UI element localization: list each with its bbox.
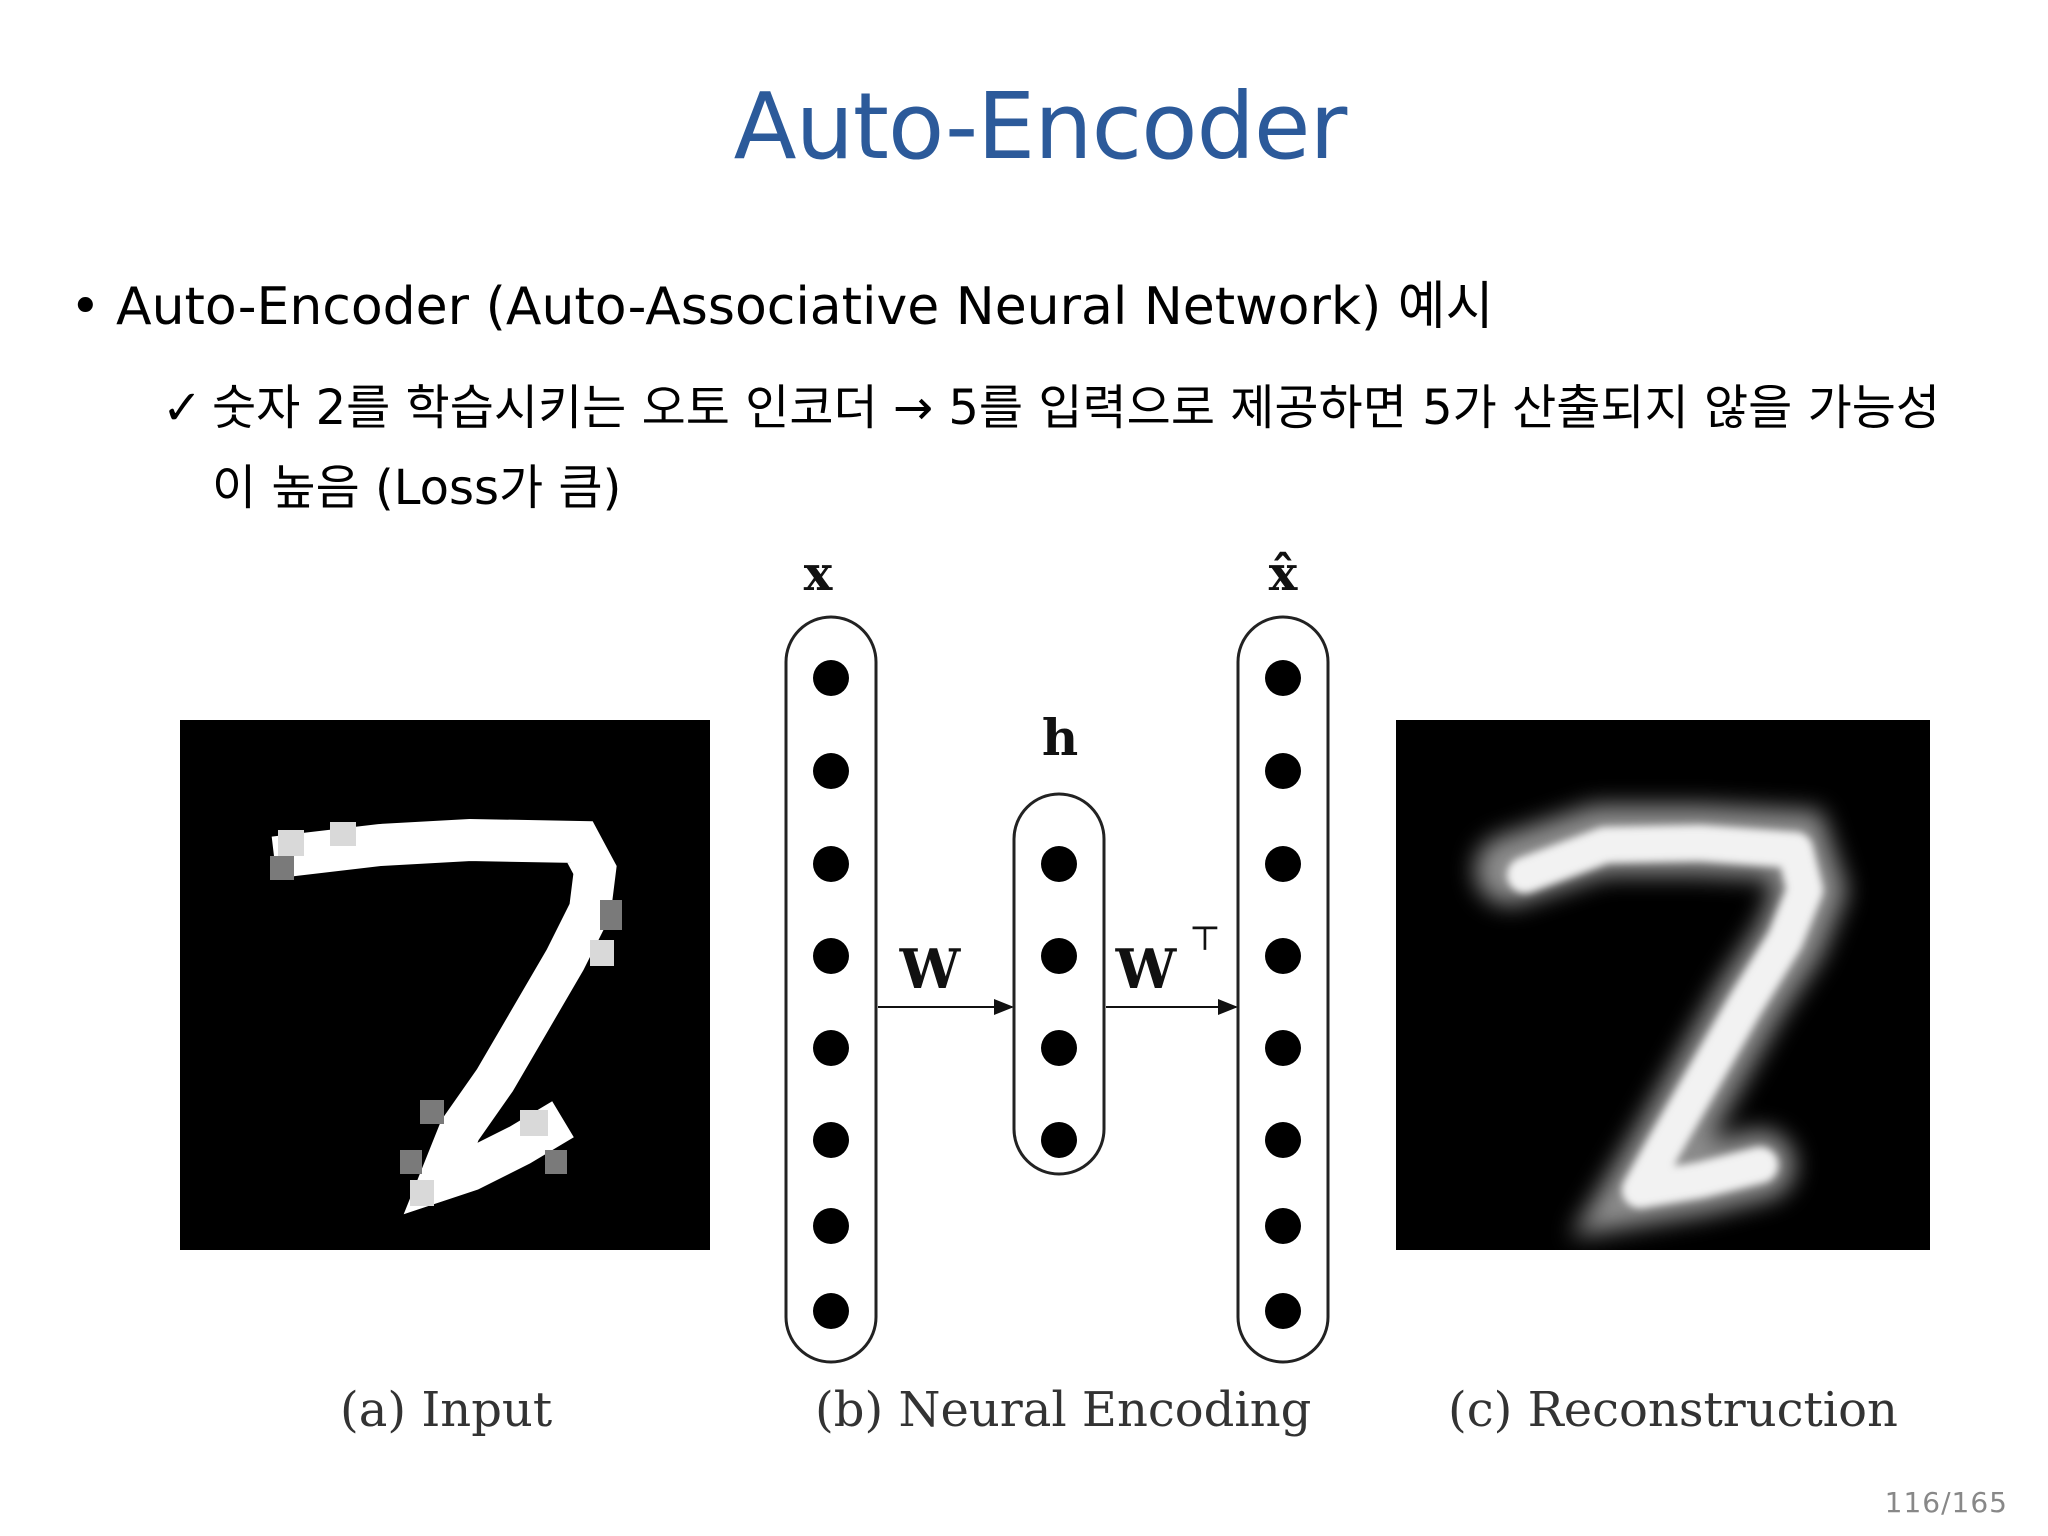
sub-bullet-item: ✓ 숫자 2를 학습시키는 오토 인코더 → 5를 입력으로 제공하면 5가 산… (162, 368, 1982, 528)
output-vector-label: x̂ (1269, 546, 1298, 602)
hidden-node (1041, 1122, 1077, 1158)
input-vector-label: x (804, 546, 833, 602)
figure-svg: x x̂ h (180, 546, 1930, 1364)
hidden-node (1041, 846, 1077, 882)
output-node (1265, 846, 1301, 882)
input-node (813, 1208, 849, 1244)
neural-encoding-diagram: x x̂ h (784, 546, 1330, 1364)
input-node (813, 1293, 849, 1329)
input-node (813, 1030, 849, 1066)
encoder-weight-label: W (899, 937, 962, 1001)
page-number: 116/165 (1884, 1486, 2008, 1519)
hidden-nodes (1041, 846, 1077, 1158)
hidden-node (1041, 1030, 1077, 1066)
input-nodes (813, 660, 849, 1329)
output-node (1265, 1208, 1301, 1244)
caption-input: (a) Input (340, 1382, 553, 1438)
output-node (1265, 1122, 1301, 1158)
input-digit-image (180, 720, 710, 1250)
output-nodes (1265, 660, 1301, 1329)
output-node (1265, 938, 1301, 974)
output-node (1265, 753, 1301, 789)
bullet-text: Auto-Encoder (Auto-Associative Neural Ne… (116, 277, 1494, 337)
hidden-layer-box (1012, 792, 1106, 1176)
reconstruction-digit-image (1396, 720, 1930, 1250)
caption-reconstruction: (c) Reconstruction (1448, 1382, 1898, 1438)
input-node (813, 1122, 849, 1158)
bullet-item: •Auto-Encoder (Auto-Associative Neural N… (70, 272, 1493, 342)
bullet-dot-icon: • (70, 277, 101, 337)
hidden-node (1041, 938, 1077, 974)
input-node (813, 846, 849, 882)
slide-title: Auto-Encoder (733, 73, 1348, 180)
output-node (1265, 660, 1301, 696)
autoencoder-figure: x x̂ h (0, 540, 2048, 1480)
output-node (1265, 1030, 1301, 1066)
output-node (1265, 1293, 1301, 1329)
caption-neural-encoding: (b) Neural Encoding (815, 1382, 1312, 1438)
checkmark-icon: ✓ (162, 380, 203, 436)
input-layer-box (784, 615, 878, 1364)
hidden-layer-label: h (1042, 708, 1078, 767)
transpose-symbol: ⊤ (1189, 919, 1221, 959)
input-node (813, 938, 849, 974)
input-node (813, 660, 849, 696)
decoder-weight-label: W (1115, 937, 1178, 1001)
input-node (813, 753, 849, 789)
sub-bullet-text: 숫자 2를 학습시키는 오토 인코더 → 5를 입력으로 제공하면 5가 산출되… (212, 380, 1941, 516)
output-layer-box (1236, 615, 1330, 1364)
